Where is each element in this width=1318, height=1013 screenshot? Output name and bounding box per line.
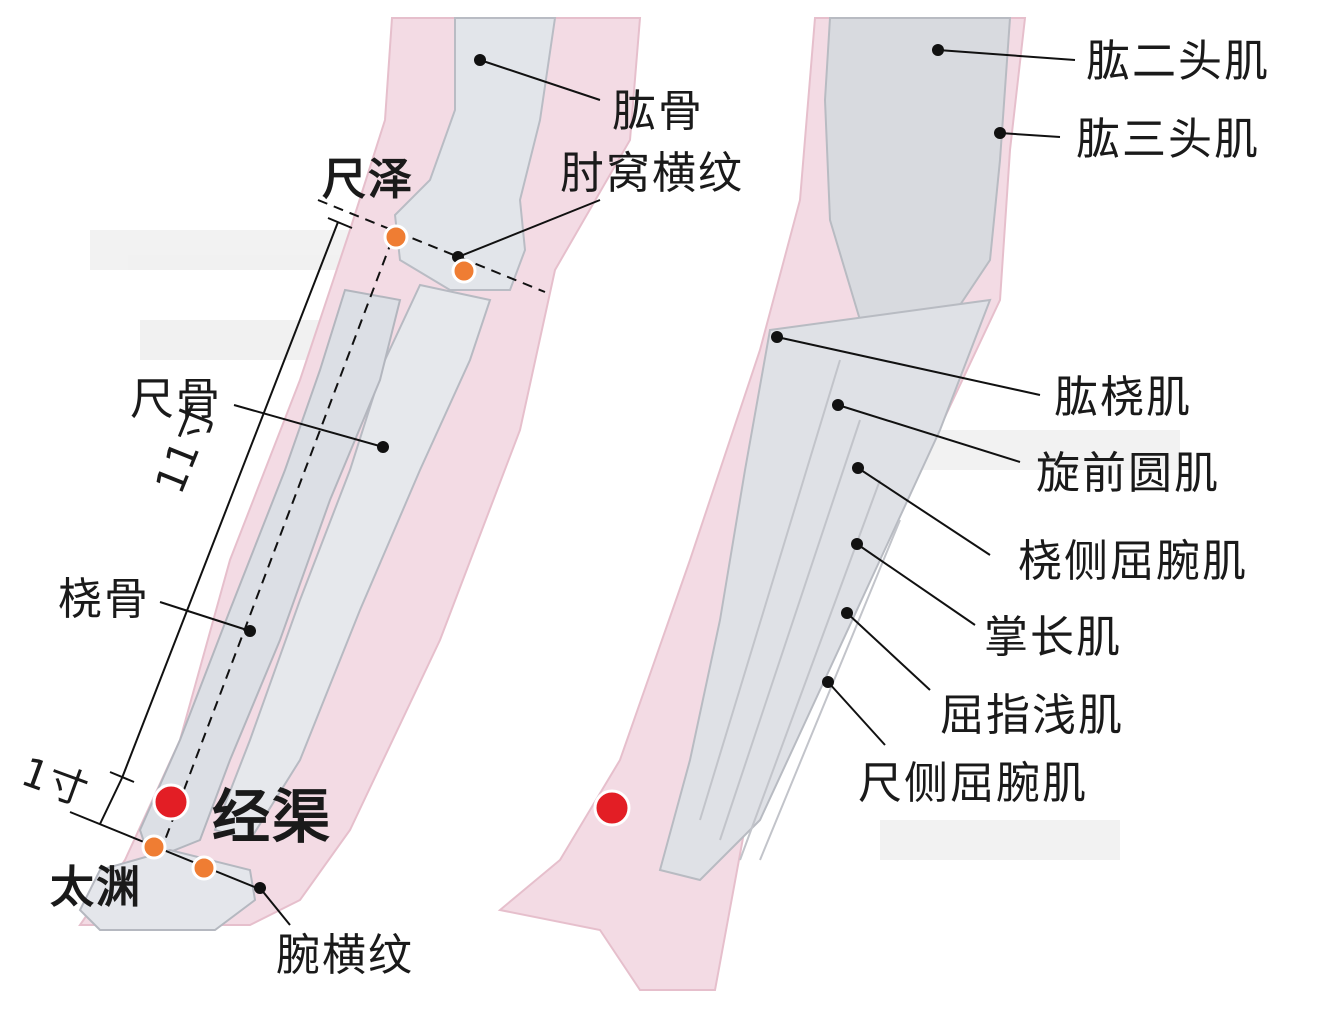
leader-dots	[244, 44, 1006, 894]
label-wrist-crease: 腕横纹	[276, 930, 414, 981]
tendon-lines	[699, 359, 901, 861]
acupoint-wrist	[191, 855, 217, 881]
leader-wrist-crease	[259, 887, 291, 926]
humerus-bone	[393, 17, 557, 291]
leader-lines	[159, 49, 1076, 926]
tick-top-11	[327, 217, 353, 229]
leader-pronator	[837, 404, 1021, 463]
label-biceps: 肱二头肌	[1086, 36, 1270, 87]
label-ulna: 尺骨	[130, 374, 222, 425]
leader-fcu	[827, 681, 886, 746]
acupoint-elbow-crease	[451, 258, 477, 284]
leader-fds	[846, 612, 931, 691]
label-fds: 屈指浅肌	[940, 690, 1124, 741]
label-fcu: 尺侧屈腕肌	[858, 758, 1088, 809]
label-triceps: 肱三头肌	[1076, 114, 1260, 165]
leader-elbow-crease	[457, 199, 601, 258]
chize-crease-line	[317, 199, 546, 293]
leader-triceps	[999, 132, 1061, 138]
ulna-bone	[213, 283, 492, 842]
leader-biceps	[937, 49, 1076, 61]
leader-fcr	[857, 467, 991, 556]
acupoint-jingqu-right	[593, 789, 631, 827]
label-pronator-teres: 旋前圆肌	[1036, 448, 1220, 499]
acupoint-chize	[383, 224, 409, 250]
wrist-crease-line	[69, 811, 263, 891]
tick-mid	[109, 771, 135, 783]
leader-radius	[159, 601, 251, 632]
label-palmaris-longus: 掌长肌	[984, 612, 1122, 663]
label-taiyuan: 太渊	[50, 862, 142, 913]
forearm-muscles	[658, 298, 992, 882]
measurement-lines	[69, 199, 546, 891]
leader-ulna	[233, 404, 384, 448]
arrow-1-cun	[99, 777, 123, 825]
leader-palmaris	[856, 543, 976, 626]
label-elbow-crease: 肘窝横纹	[560, 148, 744, 199]
label-radius: 桡骨	[58, 574, 150, 625]
arrow-11-cun	[121, 221, 339, 779]
acupoint-jingqu-left	[152, 783, 190, 821]
radial-guide-dashed	[164, 239, 393, 841]
label-fcr: 桡侧屈腕肌	[1018, 536, 1248, 587]
label-humerus: 肱骨	[612, 86, 704, 137]
leader-brachioradialis	[776, 336, 1041, 396]
leader-humerus	[479, 59, 601, 101]
label-chize: 尺泽	[322, 154, 414, 205]
label-jingqu: 经渠	[212, 783, 333, 851]
right-arm	[497, 17, 1027, 991]
label-brachioradialis: 肱桡肌	[1054, 372, 1192, 423]
acupoint-taiyuan	[141, 834, 167, 860]
